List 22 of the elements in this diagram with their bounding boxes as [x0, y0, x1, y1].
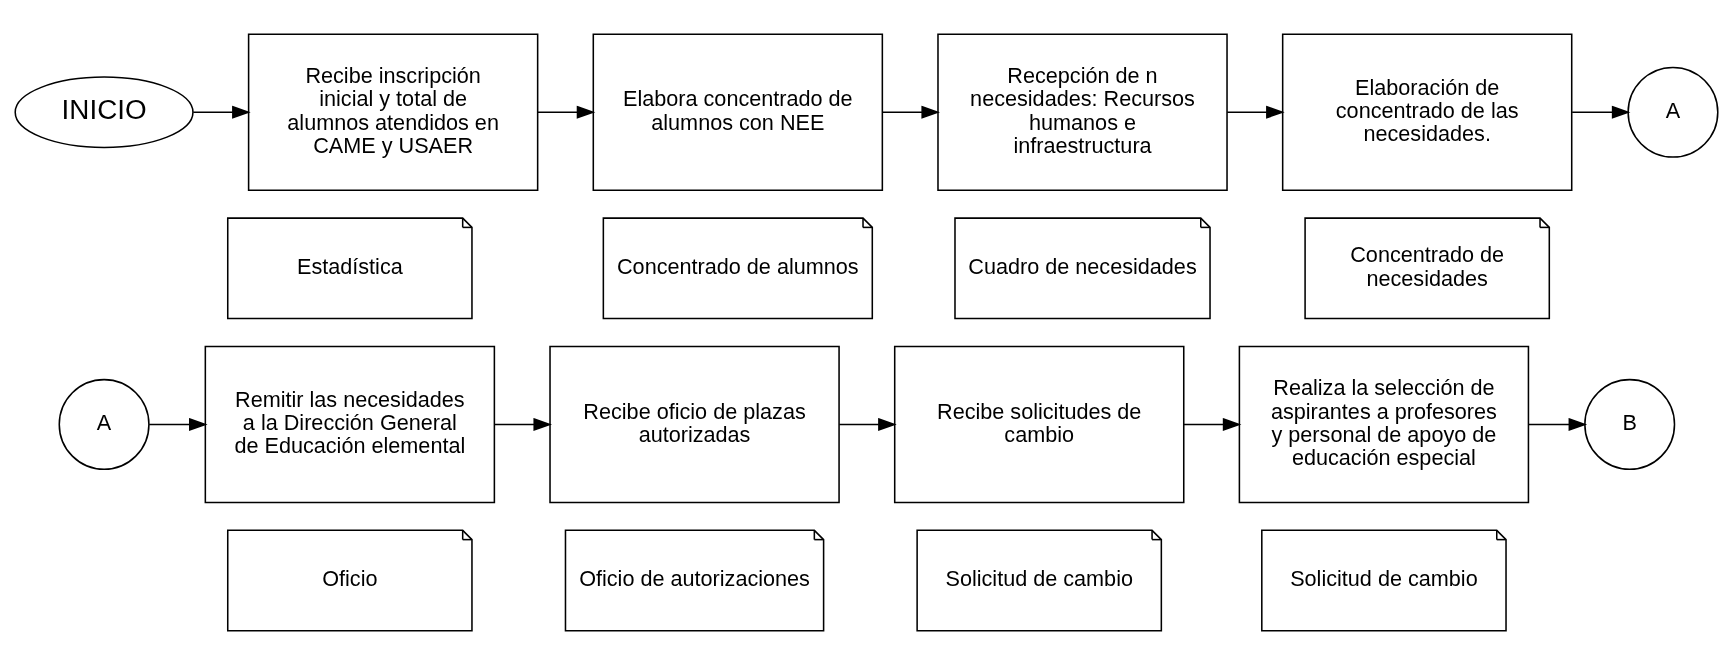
- node-box: Elaboración de concentrado de las necesidades.: [1281, 32, 1573, 191]
- arrow: [192, 105, 251, 119]
- node-circle: A: [1627, 66, 1719, 158]
- arrow: [148, 417, 208, 431]
- arrow: [1528, 417, 1588, 431]
- arrow: [838, 417, 897, 431]
- arrow: [1571, 105, 1631, 119]
- node-box: Recibe oficio de plazas autorizadas: [549, 345, 840, 503]
- arrow: [1183, 417, 1242, 431]
- node-box: Recepción de n necesidades: Recursos humanos e infraestructura: [937, 32, 1228, 191]
- node-circle: B: [1584, 378, 1676, 470]
- node-box: Recibe inscripción inicial y total de alumnos atendidos en CAME y USAER: [247, 32, 539, 191]
- arrow: [537, 105, 596, 119]
- node-circle: A: [58, 378, 150, 470]
- arrow: [493, 417, 552, 431]
- node-box: Recibe solicitudes de cambio: [893, 345, 1185, 503]
- node-ellipse: INICIO: [14, 75, 194, 148]
- node-box: Realiza la selección de aspirantes a profesores y personal de apoyo de educación especial: [1238, 345, 1530, 503]
- arrow: [881, 105, 940, 119]
- arrow: [1226, 105, 1285, 119]
- node-box: Remitir las necesidades a la Dirección General de Educación elemental: [204, 345, 496, 503]
- node-box: Elabora concentrado de alumnos con NEE: [592, 32, 884, 191]
